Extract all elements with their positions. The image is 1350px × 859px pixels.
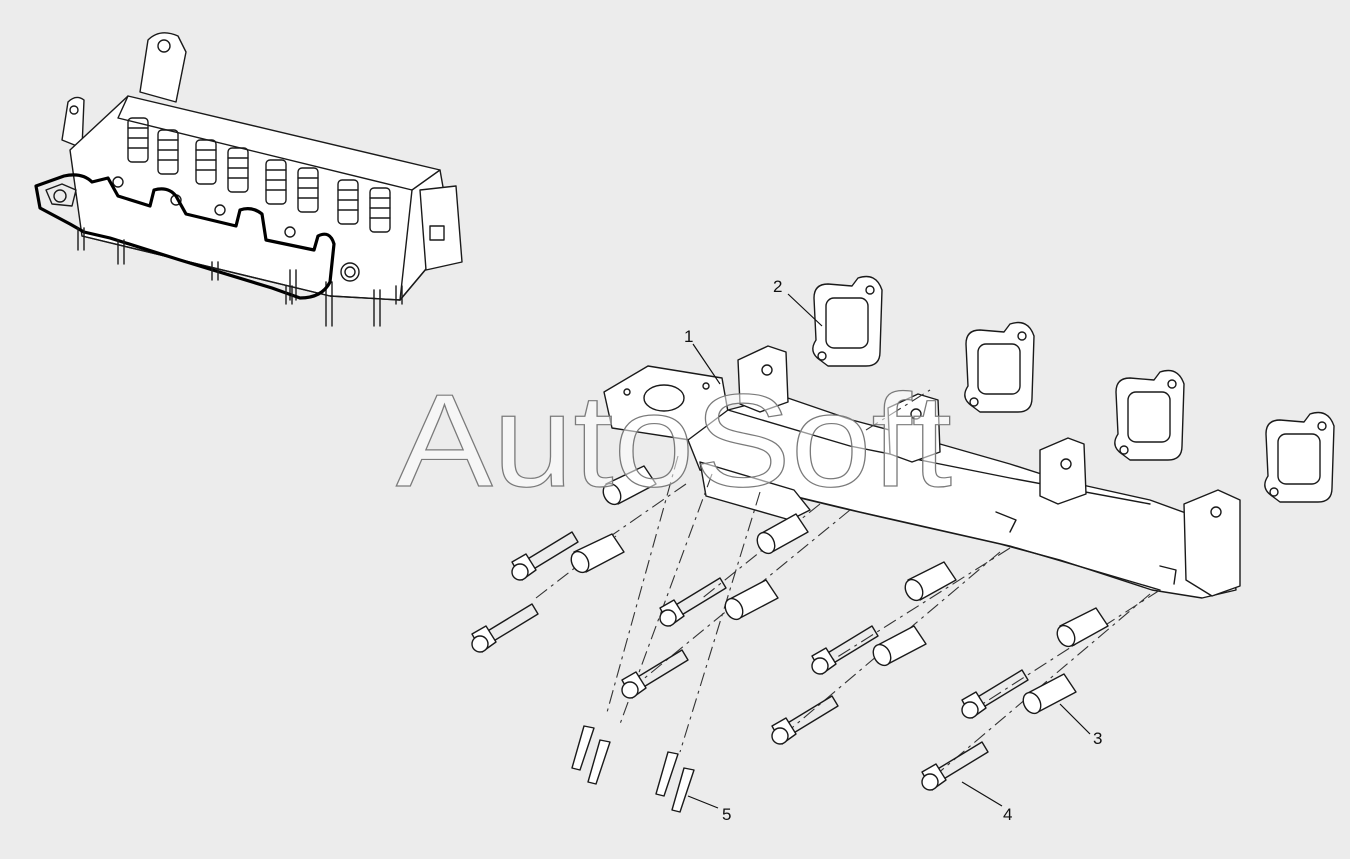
stud: [671, 767, 695, 813]
manifold-highlight: [34, 173, 336, 300]
spacer-sleeve: [1022, 673, 1077, 715]
callout-1: 1: [684, 327, 693, 346]
callouts: 1 2 3 4 5: [684, 277, 1102, 824]
flange-bolt: [621, 649, 689, 699]
studs: [571, 725, 695, 813]
spacer-sleeve: [904, 561, 957, 602]
spacer-sleeve: [872, 625, 927, 667]
spacer-sleeve: [570, 533, 625, 574]
gasket: [1264, 411, 1335, 503]
flange-bolt: [961, 669, 1029, 719]
flange-bolt: [471, 603, 539, 653]
stud: [587, 739, 611, 785]
spacer-sleeve: [1056, 607, 1109, 648]
gaskets: [812, 275, 1335, 503]
stud: [571, 725, 595, 771]
callout-3: 3: [1093, 729, 1102, 748]
gasket: [812, 275, 883, 367]
watermark: AutoSoft: [396, 367, 952, 514]
exhaust-manifold: [603, 345, 1241, 599]
callout-5: 5: [722, 805, 731, 824]
stud: [655, 751, 679, 797]
spacer-sleeve: [756, 513, 809, 555]
flange-bolt: [771, 695, 839, 745]
spacer-sleeves: [570, 465, 1109, 715]
flange-bolt: [811, 625, 879, 675]
gasket: [964, 321, 1035, 413]
flange-bolt: [921, 741, 989, 791]
flange-bolt: [511, 531, 579, 581]
gasket: [1114, 369, 1185, 461]
flange-bolts: [471, 531, 1029, 791]
callout-2: 2: [773, 277, 782, 296]
spacer-sleeve: [724, 579, 779, 621]
flange-bolt: [659, 577, 727, 627]
spacer-sleeve: [602, 465, 657, 506]
callout-4: 4: [1003, 805, 1012, 824]
cylinder-head-overview: [34, 32, 463, 327]
